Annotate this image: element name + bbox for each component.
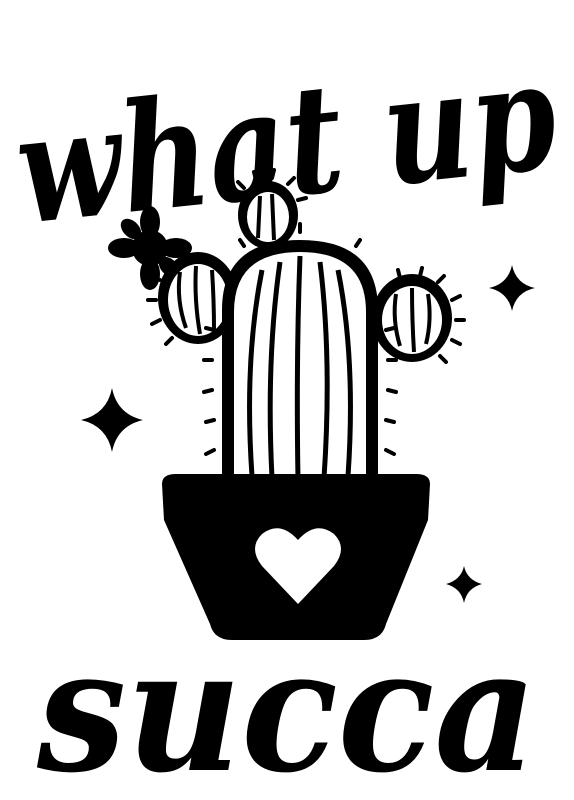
- cactus-icon: [108, 168, 466, 481]
- heart-icon: [255, 528, 341, 604]
- pot-icon: [162, 474, 430, 640]
- footline-text: succa: [36, 611, 537, 800]
- sparkle-icon: [489, 265, 535, 311]
- sparkle-icon: [446, 566, 482, 603]
- footline-svg: succa: [36, 611, 537, 800]
- sparkle-icon: [81, 388, 143, 452]
